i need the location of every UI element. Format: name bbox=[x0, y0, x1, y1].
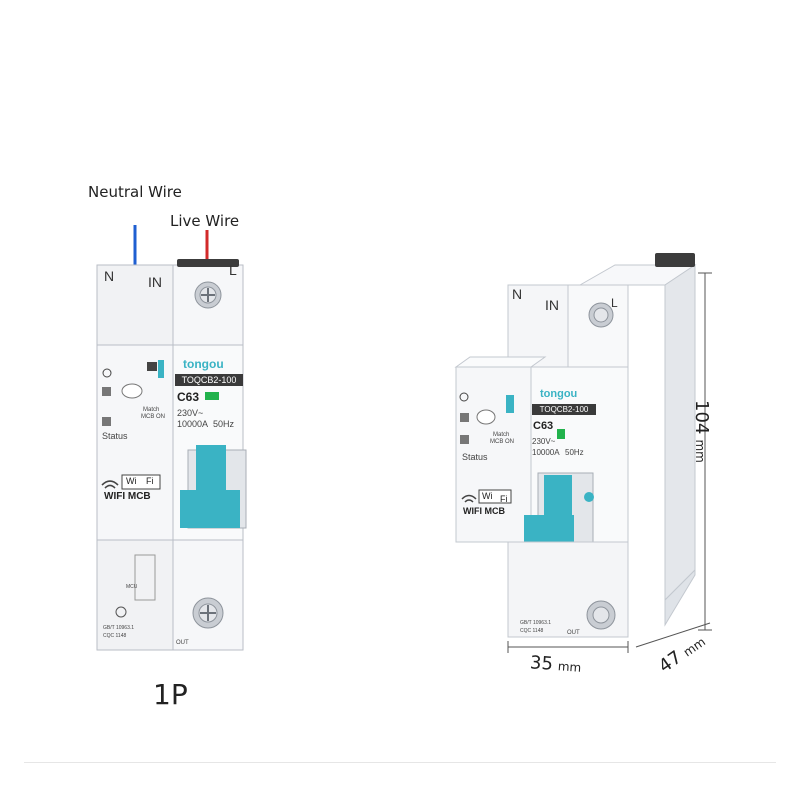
front-top-l: L bbox=[229, 262, 237, 278]
iso-wifi-icon bbox=[461, 494, 477, 503]
breaker-front-view bbox=[96, 225, 247, 651]
front-status: Status bbox=[102, 431, 128, 441]
front-top-in: IN bbox=[148, 274, 162, 290]
iso-fi: Fi bbox=[500, 494, 508, 504]
iso-voltage: 230V~ bbox=[532, 437, 556, 446]
bottom-divider bbox=[24, 762, 776, 763]
lock-icon bbox=[147, 362, 157, 371]
iso-module-left bbox=[455, 366, 532, 543]
iso-out: OUT bbox=[567, 630, 580, 636]
iso-wifi-box bbox=[478, 489, 512, 504]
front-capacity: 10000A bbox=[177, 419, 209, 429]
iso-blue-tab bbox=[506, 395, 514, 413]
height-dimension: 104 mm bbox=[691, 400, 712, 463]
front-out: OUT bbox=[176, 640, 189, 646]
ce-mark bbox=[115, 606, 127, 618]
iso-top-left bbox=[507, 284, 569, 368]
iso-model: TOQCB2-100 bbox=[532, 404, 596, 415]
iso-status: Status bbox=[462, 452, 488, 462]
iso-wi: Wi bbox=[482, 491, 493, 501]
front-top-n: N bbox=[104, 268, 115, 284]
height-unit: mm bbox=[693, 439, 707, 463]
front-wi: Wi bbox=[126, 476, 137, 486]
iso-cert1: GB/T 10963.1 bbox=[520, 620, 552, 626]
width-value: 35 bbox=[529, 652, 554, 675]
bottom-block-right bbox=[172, 539, 244, 651]
front-cert2: CQC 1148 bbox=[103, 633, 127, 639]
front-curve: C63 bbox=[177, 390, 200, 404]
iso-curve: C63 bbox=[533, 420, 554, 432]
iso-top-in: IN bbox=[545, 297, 559, 313]
status-led-square bbox=[102, 387, 111, 396]
iso-led-green bbox=[557, 429, 565, 439]
width-unit: mm bbox=[557, 659, 582, 675]
iso-match: Match bbox=[493, 432, 510, 438]
breaker-iso-view bbox=[454, 253, 712, 653]
wifi-box bbox=[121, 474, 161, 490]
iso-top-n: N bbox=[512, 286, 523, 302]
front-match: Match bbox=[143, 407, 160, 413]
neutral-wire-label: Neutral Wire bbox=[88, 183, 182, 201]
front-fi: Fi bbox=[146, 476, 154, 486]
live-wire-label: Live Wire bbox=[170, 212, 240, 230]
front-mcb-on: MCB ON bbox=[141, 414, 165, 420]
iso-top-l: L bbox=[611, 296, 618, 310]
front-model: TOQCB2-100 bbox=[175, 374, 243, 386]
side-face-lower bbox=[664, 568, 696, 627]
wifi-icon bbox=[101, 480, 119, 489]
iso-handle-dot bbox=[584, 492, 594, 502]
front-freq: 50Hz bbox=[213, 419, 235, 429]
front-cert1: GB/T 10963.1 bbox=[103, 625, 135, 631]
iso-freq: 50Hz bbox=[565, 448, 584, 457]
front-brand: tongou bbox=[183, 357, 224, 371]
circuit-diagram bbox=[134, 554, 156, 601]
depth-dim-line bbox=[635, 622, 711, 648]
top-block-left bbox=[96, 264, 174, 346]
iso-wifi-mcb: WIFI MCB bbox=[463, 506, 505, 516]
top-clip-iso bbox=[655, 253, 695, 267]
iso-cert2: CQC 1148 bbox=[520, 628, 544, 634]
blue-tab bbox=[158, 360, 164, 378]
front-wifi-mcb: WIFI MCB bbox=[104, 491, 151, 502]
width-dimension: 35 mm bbox=[529, 652, 582, 677]
front-led bbox=[205, 392, 219, 400]
height-value: 104 bbox=[691, 400, 712, 435]
iso-mcb-on: MCB ON bbox=[490, 439, 514, 445]
iso-capacity: 10000A bbox=[532, 448, 560, 457]
top-clip bbox=[177, 259, 239, 267]
iso-brand: tongou bbox=[540, 388, 578, 400]
front-mcu: MCU bbox=[126, 584, 138, 590]
sun-icon bbox=[102, 368, 112, 378]
button-oval bbox=[121, 383, 143, 399]
iso-sun-icon bbox=[459, 392, 469, 402]
pole-label: 1P bbox=[153, 678, 188, 711]
iso-button-oval bbox=[476, 409, 496, 425]
front-voltage: 230V~ bbox=[177, 408, 204, 418]
